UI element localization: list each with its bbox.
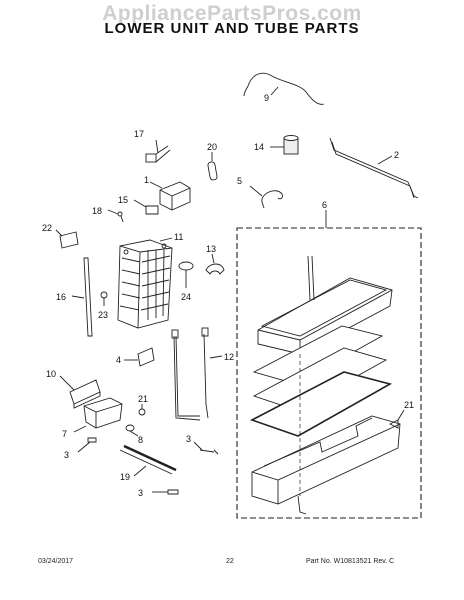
callout-14: 14 <box>254 142 264 152</box>
callout-22: 22 <box>42 223 52 233</box>
callout-20: 20 <box>207 142 217 152</box>
part-11-condenser-coil <box>117 237 173 329</box>
callout-23: 23 <box>98 310 108 320</box>
callout-18: 18 <box>92 206 102 216</box>
part-3-screws <box>77 437 219 495</box>
part-21-screw-left <box>138 404 146 416</box>
part-9-tube <box>247 72 325 105</box>
callout-10: 10 <box>46 369 56 379</box>
page-title: LOWER UNIT AND TUBE PARTS <box>104 20 360 37</box>
part-7-bracket <box>73 397 123 433</box>
part-23-fastener <box>100 291 108 306</box>
callout-4: 4 <box>116 355 121 365</box>
callout-13: 13 <box>206 244 216 254</box>
part-4-bracket <box>124 347 155 367</box>
part-10-plate <box>59 375 101 409</box>
callout-12: 12 <box>224 352 234 362</box>
callout-19: 19 <box>120 472 130 482</box>
callout-3-left: 3 <box>64 450 69 460</box>
callout-21-right: 21 <box>404 400 414 410</box>
part-21-screw-right <box>388 409 405 429</box>
callout-24: 24 <box>181 292 191 302</box>
callout-17: 17 <box>134 129 144 139</box>
part-1-bracket <box>149 181 191 211</box>
part-24-grommet <box>178 261 194 288</box>
footer-date: 03/24/2017 <box>38 558 74 565</box>
callout-15: 15 <box>118 195 128 205</box>
base-pan <box>251 415 401 515</box>
watermark: AppliancePartsPros.com <box>102 2 362 25</box>
callout-3-middle: 3 <box>186 434 191 444</box>
part-2-bar <box>329 137 419 199</box>
part-8-washer <box>125 424 139 437</box>
part-13-clamp <box>205 253 225 275</box>
callout-9: 9 <box>264 93 269 103</box>
sheet-1 <box>252 325 384 385</box>
callout-2: 2 <box>394 150 399 160</box>
part-15-clip <box>133 199 159 215</box>
callout-6: 6 <box>322 200 327 210</box>
part-16-strip <box>71 257 93 337</box>
part-14-cylinder <box>270 135 299 155</box>
part-6-assembly <box>236 210 422 519</box>
callout-3-bottom: 3 <box>138 488 143 498</box>
part-19-rail <box>119 444 177 477</box>
part-18-screw <box>107 209 124 223</box>
callout-8: 8 <box>138 435 143 445</box>
part-22-pad <box>55 229 79 249</box>
part-20-bushing <box>207 152 218 181</box>
callout-7: 7 <box>62 429 67 439</box>
part-12-tubing <box>171 327 223 421</box>
footer-part-number: Part No. W10813521 Rev. C <box>306 558 395 565</box>
callout-11: 11 <box>174 232 183 242</box>
sheet-3 <box>249 371 393 437</box>
callout-5: 5 <box>237 176 242 186</box>
footer-page-number: 22 <box>226 558 234 565</box>
callout-21-left: 21 <box>138 394 148 404</box>
callout-16: 16 <box>56 292 66 302</box>
callout-1: 1 <box>144 175 149 185</box>
part-5-clip <box>249 185 283 209</box>
tray <box>257 255 393 355</box>
part-17-connector <box>145 139 171 163</box>
